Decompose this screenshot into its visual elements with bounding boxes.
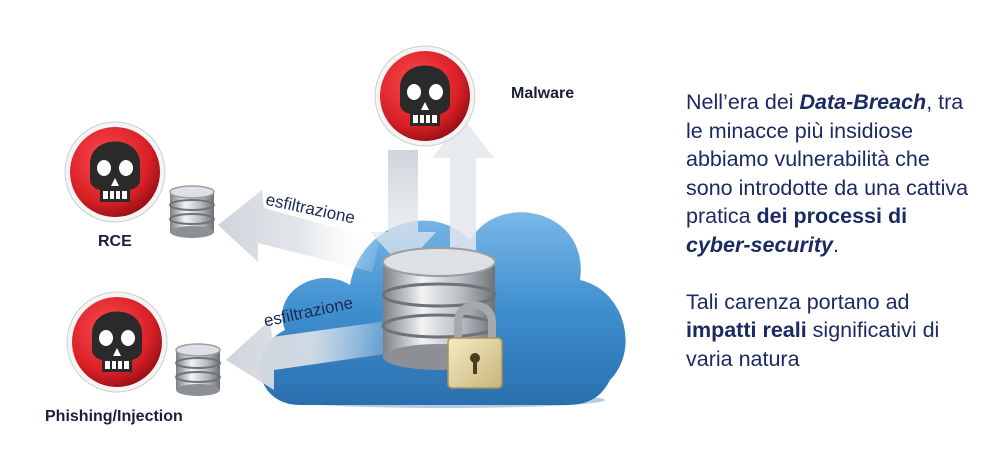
phishing-skull-icon (66, 291, 168, 393)
padlock-icon (447, 301, 503, 389)
p1-processes-emphasis: dei processi di (756, 204, 908, 229)
description-text-panel: Nell’era dei Data-Breach, tra le minacce… (686, 88, 976, 373)
p2-text-a: Tali carenza portano ad (686, 289, 910, 314)
p1-text-c: , tra le minacce più insidiose abbiamo v… (686, 90, 969, 229)
data-breach-diagram: Malware RCE Phishing/Injection esfiltraz… (45, 45, 626, 425)
malware-skull-icon (374, 45, 476, 147)
description-paragraph-2: Tali carenza portano ad impatti reali si… (686, 288, 976, 374)
phishing-label: Phishing/Injection (45, 408, 183, 425)
malware-outbound-arrow (432, 118, 494, 262)
malware-label: Malware (511, 85, 575, 102)
rce-skull-icon (64, 121, 166, 223)
rce-database-icon (169, 185, 215, 238)
exfiltration-arrow-lower (226, 320, 398, 390)
p1-data-breach-emphasis: Data-Breach (799, 90, 927, 114)
exfiltration-arrow-upper (218, 190, 380, 272)
phishing-database-icon (175, 343, 221, 396)
malware-inbound-arrow (370, 150, 436, 268)
description-paragraph-1: Nell’era dei Data-Breach, tra le minacce… (686, 88, 976, 260)
p1-text-f: . (833, 232, 839, 257)
p1-cyber-security-emphasis: cyber-security (686, 232, 833, 257)
rce-label: RCE (98, 233, 132, 250)
p2-text-c: significativi di varia natura (686, 318, 940, 371)
p1-text-a: Nell’era dei (686, 90, 800, 114)
p2-real-impacts-emphasis: impatti reali (686, 318, 807, 343)
diagram-graphic (64, 45, 626, 408)
